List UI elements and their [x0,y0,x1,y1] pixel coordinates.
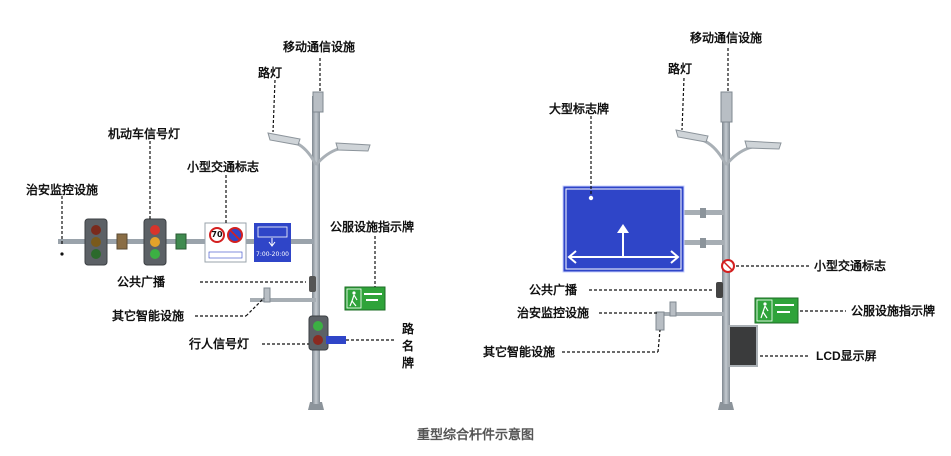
right-lamp-head-1 [675,129,709,143]
right-other-smart-label: 其它智能设施 [483,345,556,359]
right-speaker [716,282,723,298]
left-lamp-head-1 [267,132,301,146]
right-street-light-label: 路灯 [668,62,693,76]
right-lamp-head-2 [744,140,782,150]
left-vehicle-signal-2 [143,218,167,266]
left-street-light-label: 路灯 [258,66,283,80]
right-small-sign-label: 小型交通标志 [814,259,887,273]
left-countdown-2 [175,233,187,250]
left-other-smart-label: 其它智能设施 [112,309,185,323]
left-speaker [309,276,316,292]
right-lower-arm [660,312,724,316]
left-other-smart-box [263,287,271,303]
left-security-label: 治安监控设施 [26,183,99,197]
left-service-sign [344,286,386,311]
right-pole-shaft [722,96,730,404]
left-mobile-label: 移动通信设施 [283,40,356,54]
left-small-sign [204,222,247,263]
sign-time-text: 7:00-20:00 [256,251,289,258]
right-broadcast-label: 公共广播 [529,283,578,297]
right-service-sign-label: 公服设施指示牌 [851,304,936,318]
left-road-name-label: 路名牌 [402,322,415,370]
left-countdown-1 [116,233,128,250]
left-lower-arm [250,298,316,302]
right-service-sign [754,297,799,324]
left-pedestrian-signal-label: 行人信号灯 [189,337,250,351]
speed-limit-value: 70 [211,230,223,239]
left-pedestrian-signal [308,315,329,351]
left-pole-shaft [312,96,320,404]
left-small-sign-label: 小型交通标志 [187,160,260,174]
left-vehicle-signal-label: 机动车信号灯 [108,127,181,141]
left-lamp-head-2 [335,142,371,152]
left-blue-time-sign [254,223,291,262]
right-security-label: 治安监控设施 [517,306,590,320]
right-pole-group [655,91,782,410]
left-service-sign-label: 公服设施指示牌 [330,220,415,234]
left-vehicle-signal-1 [84,218,108,266]
left-security-dot [60,252,64,256]
right-lcd-label: LCD显示屏 [816,349,877,363]
diagram-caption: 重型综合杆件示意图 [416,427,534,442]
right-lcd-screen [728,325,758,367]
right-large-sign [562,185,685,273]
left-leader-lines [61,58,394,345]
left-road-name-plate [326,336,346,344]
left-broadcast-label: 公共广播 [117,275,166,289]
right-comm-box [720,91,733,123]
right-large-sign-label: 大型标志牌 [549,102,610,116]
left-comm-box [312,91,324,113]
right-leader-lines [562,48,846,357]
right-mobile-label: 移动通信设施 [690,31,763,45]
